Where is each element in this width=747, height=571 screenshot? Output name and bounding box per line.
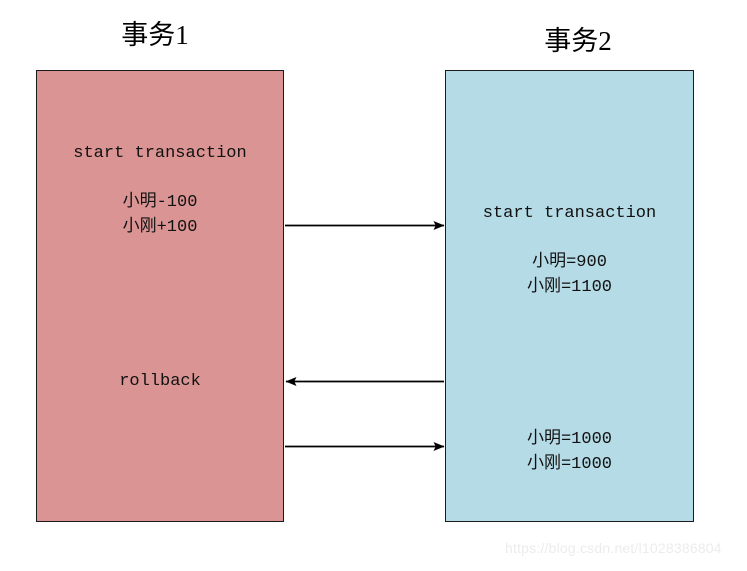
transaction2-first-read-lines: 小明=900 小刚=1100 — [445, 250, 694, 300]
transaction2-read2-b-label: 小刚=1000 — [526, 455, 612, 474]
watermark: https://blog.csdn.net/l1028386804 — [505, 540, 722, 556]
transaction2-second-read-lines: 小明=1000 小刚=1000 — [445, 427, 694, 477]
transaction2-start-label: start transaction — [482, 204, 657, 223]
transaction1-amount-lines: 小明-100 小刚+100 — [36, 190, 284, 240]
transaction1-credit-label: 小刚+100 — [122, 218, 198, 237]
transaction1-start-label: start transaction — [73, 144, 247, 163]
transaction1-rollback-label: rollback — [119, 372, 201, 391]
transaction2-box — [445, 70, 694, 522]
transaction1-title: 事务1 — [121, 20, 189, 50]
transaction1-box — [36, 70, 284, 522]
transaction2-read1-b-label: 小刚=1100 — [526, 278, 612, 297]
transaction2-read1-a-label: 小明=900 — [532, 253, 607, 272]
transaction2-read2-a-label: 小明=1000 — [526, 430, 612, 449]
transaction1-debit-label: 小明-100 — [122, 193, 198, 212]
transaction2-title: 事务2 — [544, 26, 612, 56]
